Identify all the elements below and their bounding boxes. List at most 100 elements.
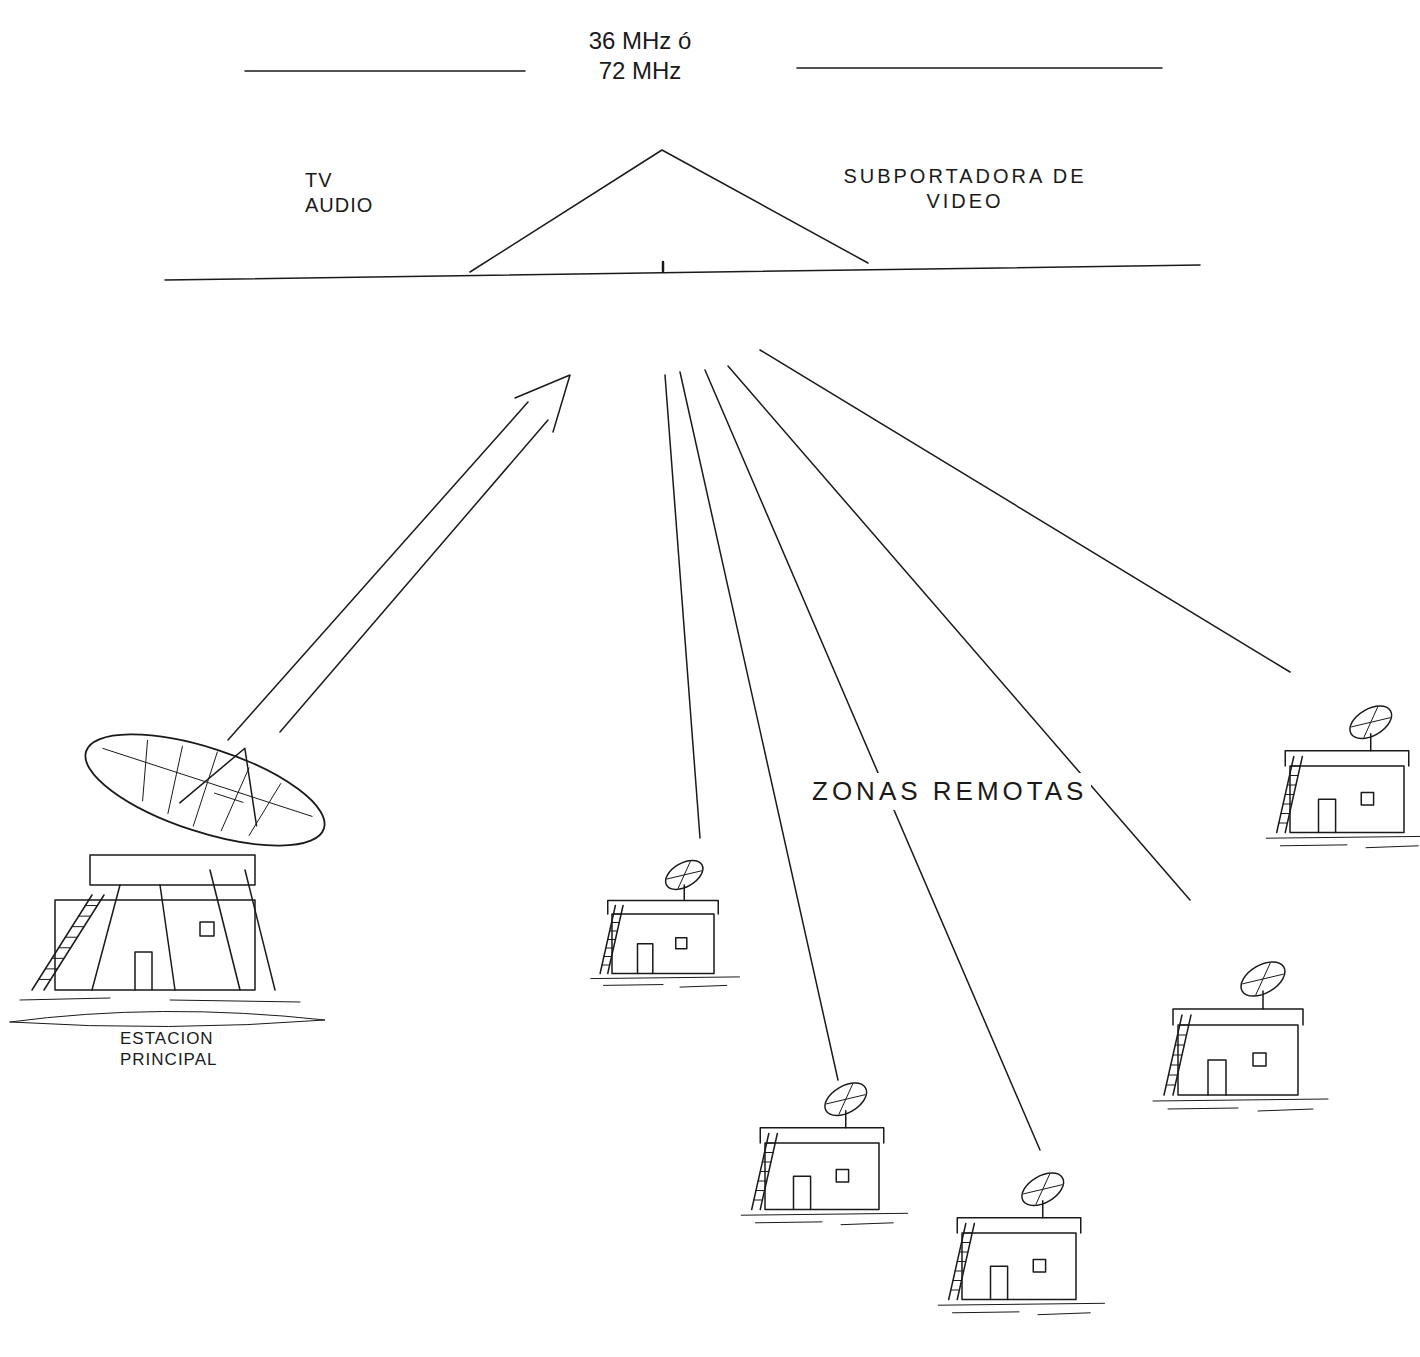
ladder-rung bbox=[1173, 1055, 1182, 1056]
house-window bbox=[1253, 1053, 1266, 1066]
label: 36 MHz ó 72 MHz bbox=[575, 26, 705, 86]
ladder-rung bbox=[767, 1143, 776, 1144]
remote-house bbox=[1153, 955, 1328, 1111]
downlink-ray bbox=[665, 375, 700, 838]
label: ESTACION PRINCIPAL bbox=[120, 1028, 260, 1071]
main-station bbox=[10, 702, 340, 1027]
dish-mount bbox=[90, 855, 255, 885]
dish-feed-struts bbox=[215, 793, 244, 802]
dish-rim bbox=[819, 1076, 872, 1122]
house-ladder bbox=[752, 1134, 769, 1210]
ladder-rung bbox=[762, 1162, 771, 1163]
downlink-ray bbox=[728, 366, 1190, 900]
dish-rib bbox=[1026, 1174, 1059, 1204]
ladder-rung bbox=[955, 1271, 964, 1272]
main-dish bbox=[73, 702, 340, 869]
ladder-rung bbox=[959, 1252, 968, 1253]
ground-line bbox=[1038, 1313, 1090, 1315]
ladder-rung bbox=[1175, 1045, 1184, 1046]
house-body bbox=[765, 1143, 879, 1210]
house-ladder bbox=[760, 1134, 777, 1210]
ladder-rung bbox=[758, 1181, 767, 1182]
dish-rib bbox=[1246, 963, 1280, 994]
ladder-rung bbox=[72, 926, 84, 927]
house-ladder bbox=[600, 906, 615, 974]
dish-rib bbox=[1243, 964, 1284, 994]
house-ladder bbox=[1285, 757, 1302, 833]
ground-line bbox=[953, 1311, 1020, 1313]
uplink-arrow-shaft bbox=[228, 402, 528, 740]
tower-leg bbox=[245, 870, 275, 990]
dish-rim bbox=[1016, 1166, 1069, 1212]
label: TV AUDIO bbox=[305, 168, 385, 218]
ground-line bbox=[604, 984, 664, 986]
station-building bbox=[55, 900, 255, 990]
ground-line bbox=[938, 1303, 1104, 1305]
ladder-rung bbox=[1279, 823, 1288, 824]
band-line bbox=[797, 67, 1162, 69]
house-door bbox=[794, 1176, 811, 1209]
ground-line bbox=[1168, 1108, 1238, 1109]
ladder-rung bbox=[1285, 794, 1294, 795]
ground-line bbox=[841, 1223, 893, 1225]
remote-house bbox=[591, 854, 740, 987]
ladder-rung bbox=[957, 1261, 966, 1262]
ground-line bbox=[756, 1221, 823, 1223]
uplink-arrowhead bbox=[515, 375, 570, 432]
house-ladder bbox=[1173, 1015, 1191, 1095]
ground-line bbox=[1266, 836, 1420, 838]
house-ladder bbox=[949, 1224, 966, 1300]
label: ZONAS REMOTAS bbox=[808, 773, 1091, 810]
house-body bbox=[612, 914, 714, 974]
house-door bbox=[1319, 799, 1336, 832]
station-window bbox=[200, 922, 214, 936]
dish-feed-struts bbox=[180, 734, 278, 827]
ground-line bbox=[20, 998, 110, 1000]
ladder-rung bbox=[59, 947, 71, 948]
ladder-rung bbox=[612, 922, 620, 923]
ground-line bbox=[1153, 1099, 1328, 1101]
ladder-rung bbox=[613, 914, 621, 915]
dish-rib bbox=[161, 746, 189, 813]
ladder-rung bbox=[1287, 785, 1296, 786]
label: SUBPORTADORA DE VIDEO bbox=[840, 164, 1090, 214]
house-dish bbox=[819, 1076, 872, 1122]
house-dish bbox=[661, 854, 708, 895]
uplink-arrow-shaft bbox=[280, 420, 548, 732]
station-ladder bbox=[44, 895, 104, 990]
remote-house bbox=[741, 1076, 907, 1224]
ladder-rung bbox=[1281, 813, 1290, 814]
ladder-rung bbox=[953, 1280, 962, 1281]
dish-rim bbox=[73, 711, 337, 868]
dish-rib bbox=[826, 1085, 865, 1114]
house-window bbox=[836, 1170, 848, 1182]
house-body bbox=[1290, 766, 1404, 833]
ground-line bbox=[680, 985, 727, 987]
ground-line bbox=[591, 977, 740, 979]
ground-line bbox=[170, 1000, 300, 1002]
station-door bbox=[135, 952, 152, 990]
ladder-rung bbox=[1180, 1025, 1189, 1026]
ladder-rung bbox=[52, 958, 64, 959]
ladder-rung bbox=[79, 916, 91, 917]
house-roof-slab bbox=[1173, 1009, 1303, 1025]
dish-rib bbox=[1351, 708, 1390, 737]
ladder-rung bbox=[610, 931, 618, 932]
ladder-rung bbox=[1169, 1075, 1178, 1076]
ladder-rung bbox=[1178, 1035, 1187, 1036]
house-dish bbox=[1016, 1166, 1069, 1212]
house-ladder bbox=[1277, 757, 1294, 833]
house-roof-slab bbox=[957, 1218, 1081, 1233]
center-tick bbox=[662, 262, 665, 271]
dish-rim bbox=[1235, 955, 1291, 1003]
ladder-rung bbox=[765, 1152, 774, 1153]
ground-line bbox=[741, 1213, 907, 1215]
dish-rim bbox=[1344, 699, 1397, 745]
ladder-rung bbox=[45, 968, 57, 969]
house-body bbox=[1178, 1025, 1298, 1095]
remote-house bbox=[938, 1166, 1104, 1314]
ladder-rung bbox=[1290, 775, 1299, 776]
house-roof-slab bbox=[760, 1128, 884, 1143]
dish-rib bbox=[1023, 1175, 1062, 1204]
